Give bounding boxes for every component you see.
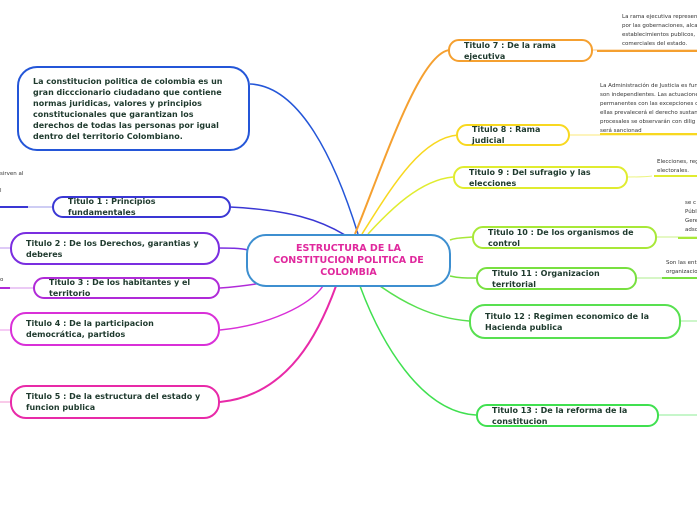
topic-titulo-9[interactable]: Titulo 9 : Del sufragio y las elecciones (453, 166, 628, 189)
link-t4 (219, 285, 324, 331)
topic-titulo-1[interactable]: Titulo 1 : Principios fundamentales (52, 196, 231, 218)
topic-titulo-10[interactable]: Titulo 10 : De los organismos de control (472, 226, 657, 249)
topic-titulo-3[interactable]: Titulo 3 : De los habitantes y el territ… (33, 277, 220, 299)
topic-label: Titulo 12 : Regimen economico de la Haci… (485, 311, 649, 332)
link-t7 (354, 49, 451, 235)
topic-titulo-4[interactable]: Titulo 4 : De la participacion democráti… (10, 312, 220, 346)
topic-label: Titulo 10 : De los organismos de control (488, 227, 634, 248)
link-t1 (229, 206, 346, 236)
link-t13 (359, 285, 477, 416)
topic-label: Titulo 4 : De la participacion democráti… (26, 319, 154, 339)
topic-titulo-8[interactable]: Titulo 8 : Rama judicial (456, 124, 570, 146)
link-intro (249, 83, 359, 235)
topic-label: Titulo 5 : De la estructura del estado y… (26, 392, 201, 412)
topic-label: Titulo 13 : De la reforma de la constitu… (492, 405, 628, 426)
topic-titulo-7[interactable]: Titulo 7 : De la rama ejecutiva (448, 39, 593, 62)
central-topic-title: ESTRUCTURA DE LA CONSTITUCION POLITICA D… (273, 242, 424, 278)
link-t9 (367, 176, 454, 235)
topic-titulo-13[interactable]: Titulo 13 : De la reforma de la constitu… (476, 404, 659, 427)
topic-label: Titulo 1 : Principios fundamentales (68, 197, 156, 217)
intro-text: La constitucion politica de colombia es … (33, 76, 223, 141)
link-t11 (449, 275, 477, 279)
topic-titulo-5[interactable]: Titulo 5 : De la estructura del estado y… (10, 385, 220, 419)
topic-label: Titulo 7 : De la rama ejecutiva (464, 40, 556, 61)
topic-label: Titulo 11 : Organizacion territorial (492, 268, 600, 289)
topic-label: Titulo 3 : De los habitantes y el territ… (49, 278, 191, 298)
topic-titulo-12[interactable]: Titulo 12 : Regimen economico de la Haci… (469, 304, 681, 339)
topic-label: Titulo 9 : Del sufragio y las elecciones (469, 167, 591, 188)
link-t10 (449, 236, 473, 241)
note-titulo-3: o (0, 277, 4, 283)
link-t5 (219, 285, 337, 403)
central-topic[interactable]: ESTRUCTURA DE LA CONSTITUCION POLITICA D… (246, 234, 451, 287)
topic-titulo-2[interactable]: Titulo 2 : De los Derechos, garantias y … (10, 232, 220, 265)
topic-titulo-11[interactable]: Titulo 11 : Organizacion territorial (476, 267, 637, 290)
topic-label: Titulo 8 : Rama judicial (472, 125, 541, 145)
intro-node[interactable]: La constitucion politica de colombia es … (17, 66, 250, 151)
topic-label: Titulo 2 : De los Derechos, garantias y … (26, 238, 199, 259)
link-t12 (379, 285, 470, 322)
link-t8 (361, 134, 459, 235)
